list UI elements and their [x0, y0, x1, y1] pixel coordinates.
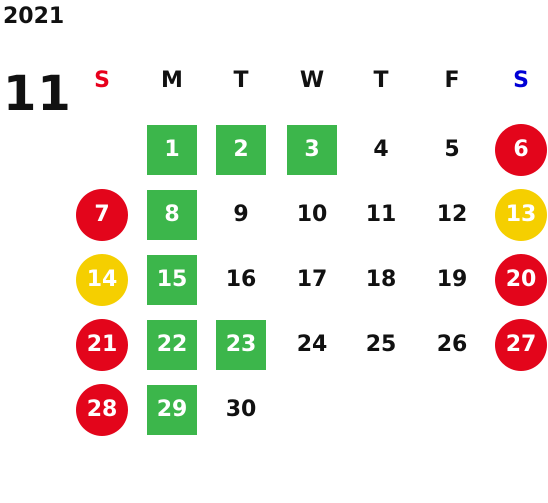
day-cell-15[interactable]: 15: [147, 255, 197, 305]
day-cell-13[interactable]: 13: [495, 189, 547, 241]
year-label: 2021: [3, 4, 65, 29]
day-cell-9[interactable]: 9: [233, 202, 249, 227]
day-cell-25[interactable]: 25: [365, 332, 397, 357]
day-cell-11[interactable]: 11: [365, 202, 397, 227]
weekday-thursday: T: [373, 68, 389, 93]
weekday-wednesday: W: [299, 68, 325, 93]
day-cell-18[interactable]: 18: [365, 267, 397, 292]
weekday-sunday: S: [94, 68, 110, 93]
day-cell-29[interactable]: 29: [147, 385, 197, 435]
day-cell-12[interactable]: 12: [436, 202, 468, 227]
day-cell-30[interactable]: 30: [225, 397, 257, 422]
weekday-tuesday: T: [233, 68, 249, 93]
day-cell-6[interactable]: 6: [495, 124, 547, 176]
day-cell-8[interactable]: 8: [147, 190, 197, 240]
day-cell-26[interactable]: 26: [436, 332, 468, 357]
day-cell-7[interactable]: 7: [76, 189, 128, 241]
weekday-saturday: S: [513, 68, 529, 93]
day-cell-22[interactable]: 22: [147, 320, 197, 370]
day-cell-19[interactable]: 19: [436, 267, 468, 292]
day-cell-20[interactable]: 20: [495, 254, 547, 306]
day-cell-4[interactable]: 4: [373, 137, 389, 162]
day-cell-21[interactable]: 21: [76, 319, 128, 371]
day-cell-2[interactable]: 2: [216, 125, 266, 175]
day-cell-14[interactable]: 14: [76, 254, 128, 306]
day-cell-16[interactable]: 16: [225, 267, 257, 292]
day-cell-1[interactable]: 1: [147, 125, 197, 175]
day-cell-27[interactable]: 27: [495, 319, 547, 371]
day-cell-5[interactable]: 5: [444, 137, 460, 162]
month-label: 11: [3, 66, 72, 122]
day-cell-3[interactable]: 3: [287, 125, 337, 175]
day-cell-28[interactable]: 28: [76, 384, 128, 436]
day-cell-17[interactable]: 17: [296, 267, 328, 292]
weekday-friday: F: [444, 68, 460, 93]
weekday-monday: M: [161, 68, 183, 93]
day-cell-10[interactable]: 10: [296, 202, 328, 227]
day-cell-24[interactable]: 24: [296, 332, 328, 357]
day-cell-23[interactable]: 23: [216, 320, 266, 370]
